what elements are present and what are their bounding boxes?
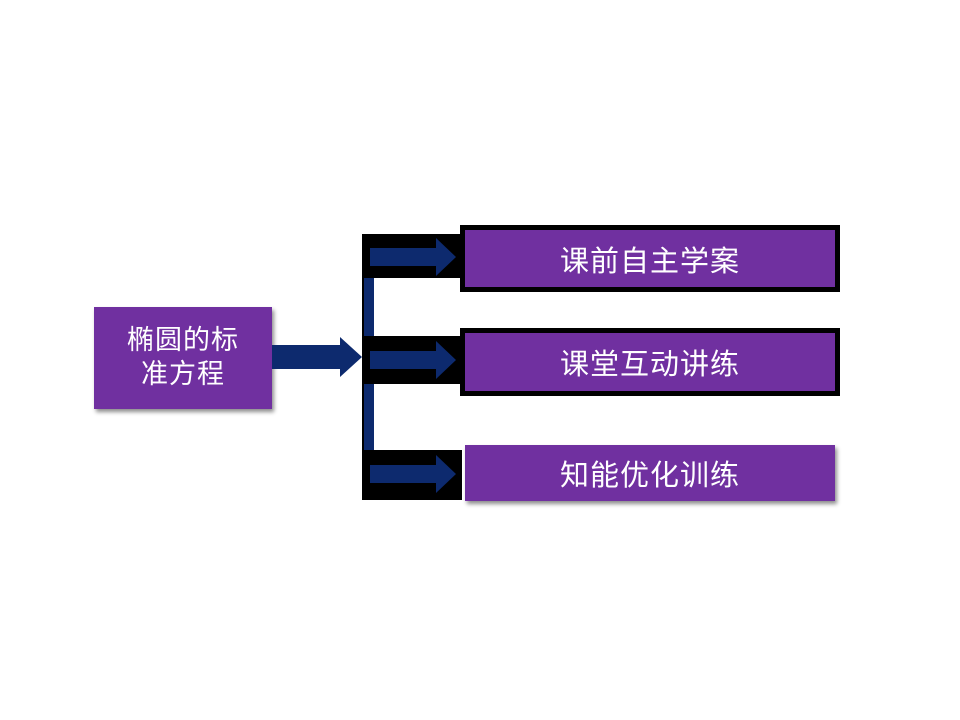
- branch-node-2: 课堂互动讲练: [460, 328, 840, 396]
- root-node-label: 椭圆的标 准方程: [127, 325, 239, 390]
- branch-node-1-label: 课前自主学案: [559, 243, 740, 278]
- branch-arrow-2: [370, 341, 456, 379]
- root-node: 椭圆的标 准方程: [94, 307, 272, 409]
- branch-arrow-3: [370, 455, 456, 493]
- root-arrow: [272, 337, 362, 377]
- branch-node-3: 知能优化训练: [465, 445, 835, 501]
- branch-arrow-1: [370, 238, 456, 276]
- branch-node-3-label: 知能优化训练: [559, 458, 740, 492]
- branch-node-1: 课前自主学案: [460, 225, 840, 292]
- branch-node-2-label: 课堂互动讲练: [559, 347, 740, 381]
